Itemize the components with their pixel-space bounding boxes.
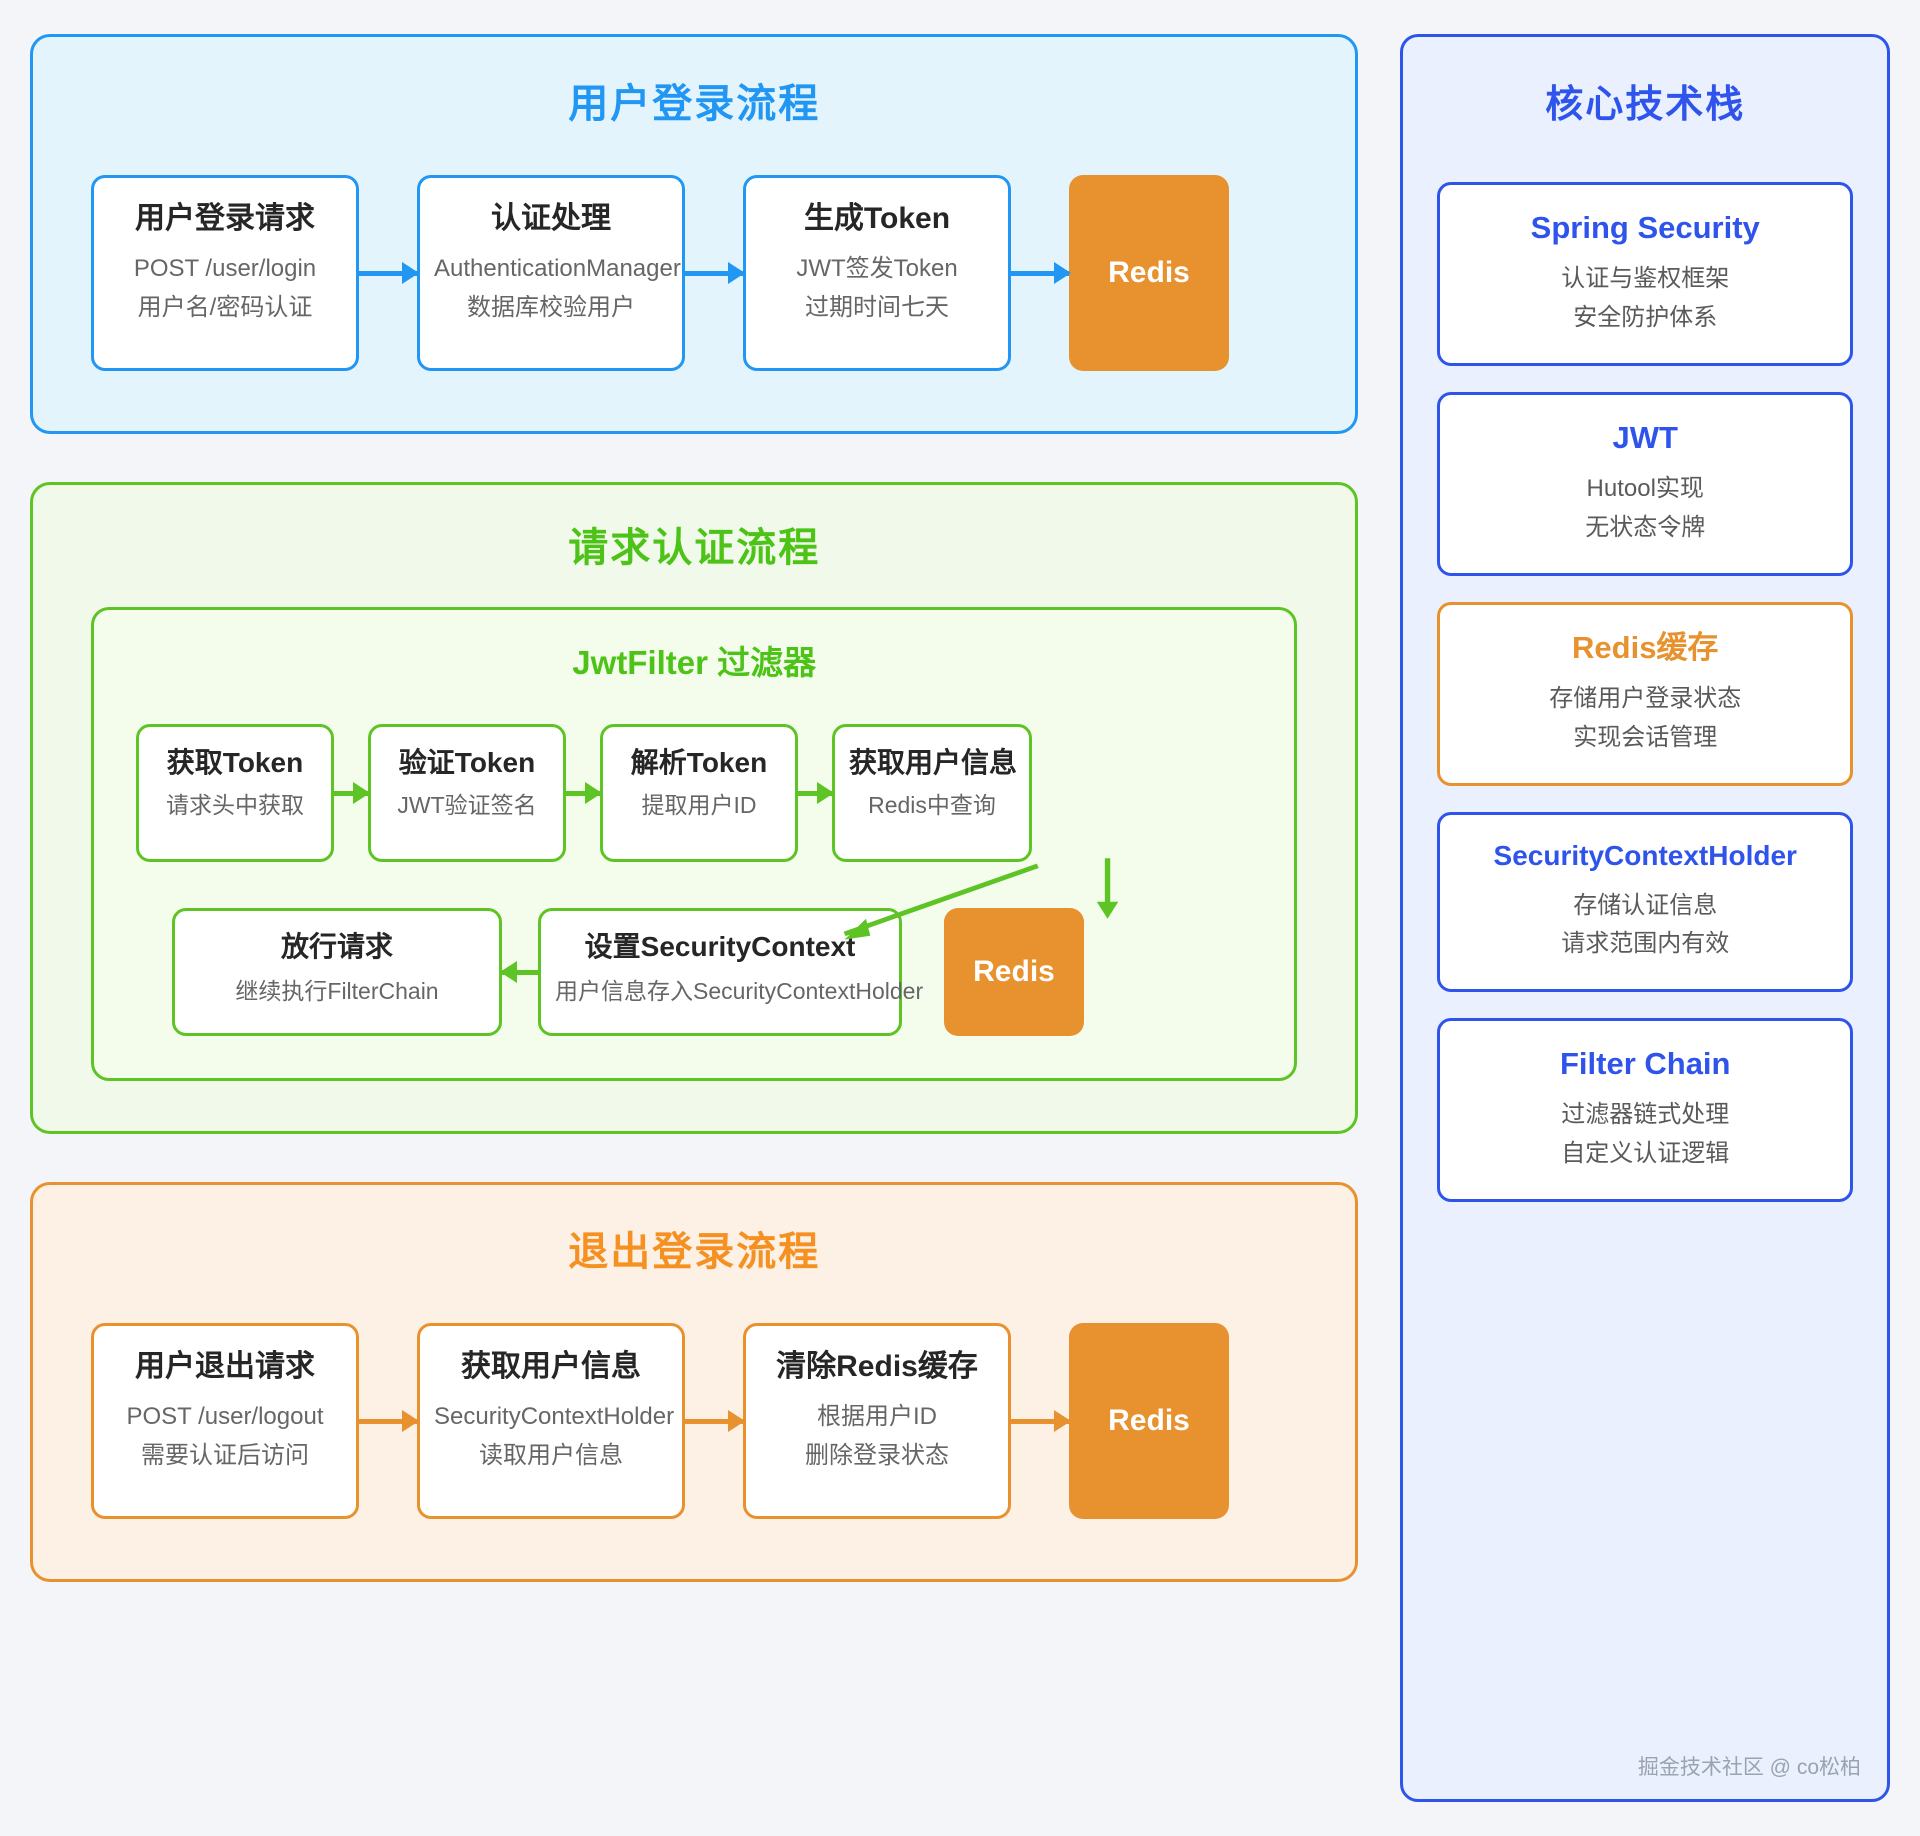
logout-panel-title: 退出登录流程 [568, 1230, 821, 1274]
logout-step-1-sub2: 需要认证后访问 [141, 1441, 309, 1469]
jwt-step-5-title: 放行请求 [280, 931, 393, 962]
login-step-2[interactable]: 认证处理 AuthenticationManager 数据库校验用户 [417, 175, 685, 371]
jwt-step-2-title: 验证Token [398, 747, 536, 778]
jwt-step-1[interactable]: 获取Token 请求头中获取 [136, 724, 334, 862]
jwt-step-1-sub: 请求头中获取 [166, 792, 304, 818]
jwt-step-3-sub: 提取用户ID [641, 792, 757, 818]
jwt-step-3[interactable]: 解析Token 提取用户ID [600, 724, 798, 862]
jwt-arrow-2 [566, 724, 600, 862]
login-step-1-sub2: 用户名/密码认证 [137, 293, 313, 321]
logout-step-1-title: 用户退出请求 [135, 1350, 315, 1383]
login-step-3-title: 生成Token [803, 202, 951, 235]
tech-card-spring-security-name: Spring Security [1530, 210, 1760, 245]
tech-card-security-context-holder[interactable]: SecurityContextHolder 存储认证信息 请求范围内有效 [1437, 811, 1853, 993]
logout-step-1[interactable]: 用户退出请求 POST /user/logout 需要认证后访问 [91, 1323, 359, 1519]
logout-arrow-3 [1011, 1323, 1069, 1519]
jwt-step-6[interactable]: 设置SecurityContext 用户信息存入SecurityContextH… [538, 908, 924, 1036]
login-step-2-sub2: 数据库校验用户 [467, 293, 635, 321]
logout-arrow-2 [685, 1323, 743, 1519]
login-redis-store[interactable]: Redis [1069, 175, 1229, 371]
jwt-step-2-sub: JWT验证签名 [397, 792, 537, 818]
logout-step-3-sub2: 删除登录状态 [805, 1441, 949, 1469]
login-flow-panel: 用户登录流程 用户登录请求 POST /user/login 用户名/密码认证 … [30, 34, 1359, 434]
tech-card-filter-chain-desc2: 自定义认证逻辑 [1561, 1139, 1730, 1167]
tech-card-filter-chain[interactable]: Filter Chain 过滤器链式处理 自定义认证逻辑 [1437, 1018, 1853, 1203]
logout-step-2-sub2: 读取用户信息 [479, 1441, 623, 1469]
tech-card-jwt-name: JWT [1612, 419, 1678, 455]
tech-card-jwt-desc2: 无状态令牌 [1585, 513, 1706, 541]
tech-card-jwt-desc1: Hutool实现 [1586, 475, 1704, 503]
login-flow-row: 用户登录请求 POST /user/login 用户名/密码认证 认证处理 Au… [91, 175, 1297, 371]
logout-step-1-sub1: POST /user/logout [126, 1402, 324, 1430]
login-step-1-title: 用户登录请求 [135, 202, 315, 235]
jwt-arrow-3 [798, 724, 832, 862]
logout-step-2-title: 获取用户信息 [461, 1350, 641, 1383]
login-step-2-sub1: AuthenticationManager [434, 254, 681, 282]
jwt-step-row-2: 放行请求 继续执行FilterChain 设置SecurityContext 用… [136, 908, 1252, 1036]
login-step-1-sub1: POST /user/login [133, 254, 317, 282]
jwt-step-6-sub: 用户信息存入SecurityContextHolder [555, 978, 924, 1004]
jwt-rows: 获取Token 请求头中获取 验证Token JWT验证签名 解析Token 提… [136, 724, 1252, 1036]
jwt-filter-panel: JwtFilter 过滤器 获取Token 请求头中获取 [91, 607, 1298, 1081]
tech-card-security-context-holder-desc2: 请求范围内有效 [1561, 929, 1730, 957]
logout-flow-row: 用户退出请求 POST /user/logout 需要认证后访问 获取用户信息 … [91, 1323, 1297, 1519]
tech-card-jwt[interactable]: JWT Hutool实现 无状态令牌 [1437, 391, 1853, 576]
jwt-step-row-1: 获取Token 请求头中获取 验证Token JWT验证签名 解析Token 提… [136, 724, 1252, 862]
logout-arrow-1 [359, 1323, 417, 1519]
jwt-step-4[interactable]: 获取用户信息 Redis中查询 [832, 724, 1032, 862]
login-step-3-sub1: JWT签发Token [796, 254, 958, 282]
jwt-step-3-title: 解析Token [630, 747, 768, 778]
jwt-step-4-sub: Redis中查询 [868, 792, 996, 818]
jwt-step-5[interactable]: 放行请求 继续执行FilterChain [172, 908, 502, 1036]
tech-stack-title: 核心技术栈 [1545, 84, 1746, 126]
login-step-1[interactable]: 用户登录请求 POST /user/login 用户名/密码认证 [91, 175, 359, 371]
tech-card-security-context-holder-desc1: 存储认证信息 [1573, 891, 1718, 919]
login-arrow-1 [359, 175, 417, 371]
logout-redis-store[interactable]: Redis [1069, 1323, 1229, 1519]
logout-flow-panel: 退出登录流程 用户退出请求 POST /user/logout 需要认证后访问 … [30, 1182, 1359, 1582]
logout-step-3[interactable]: 清除Redis缓存 根据用户ID 删除登录状态 [743, 1323, 1011, 1519]
tech-card-redis-cache-desc2: 实现会话管理 [1573, 723, 1718, 751]
tech-stack-panel: 核心技术栈 Spring Security 认证与鉴权框架 安全防护体系 JWT… [1400, 34, 1890, 1802]
jwt-arrow-4 [502, 908, 538, 1036]
jwt-arrow-1 [334, 724, 368, 862]
auth-redis-store[interactable]: Redis [944, 908, 1084, 1036]
jwt-filter-title: JwtFilter 过滤器 [572, 644, 817, 681]
logout-step-2[interactable]: 获取用户信息 SecurityContextHolder 读取用户信息 [417, 1323, 685, 1519]
login-arrow-2 [685, 175, 743, 371]
jwt-step-1-title: 获取Token [166, 747, 304, 778]
login-step-3-sub2: 过期时间七天 [805, 293, 949, 321]
tech-card-redis-cache-name: Redis缓存 [1572, 629, 1719, 665]
logout-step-3-title: 清除Redis缓存 [776, 1350, 978, 1383]
tech-card-spring-security-desc1: 认证与鉴权框架 [1561, 265, 1730, 293]
auth-panel-title: 请求认证流程 [568, 526, 821, 570]
auth-flow-panel: 请求认证流程 JwtFilter 过滤器 获取Token [30, 482, 1359, 1134]
login-step-2-title: 认证处理 [491, 202, 611, 235]
jwt-step-2[interactable]: 验证Token JWT验证签名 [368, 724, 566, 862]
tech-card-security-context-holder-name: SecurityContextHolder [1493, 839, 1797, 871]
watermark-credit: 掘金技术社区 @ co松柏 [1637, 1756, 1861, 1779]
tech-card-spring-security[interactable]: Spring Security 认证与鉴权框架 安全防护体系 [1437, 182, 1853, 366]
jwt-step-4-title: 获取用户信息 [849, 747, 1018, 778]
flow-column: 用户登录流程 用户登录请求 POST /user/login 用户名/密码认证 … [30, 34, 1359, 1582]
jwt-step-6-title: 设置SecurityContext [584, 931, 856, 962]
tech-card-spring-security-desc2: 安全防护体系 [1573, 303, 1718, 331]
login-step-3[interactable]: 生成Token JWT签发Token 过期时间七天 [743, 175, 1011, 371]
jwt-step-5-sub: 继续执行FilterChain [235, 978, 439, 1004]
login-panel-title: 用户登录流程 [568, 82, 821, 126]
tech-card-filter-chain-desc1: 过滤器链式处理 [1561, 1101, 1730, 1129]
logout-step-3-sub1: 根据用户ID [817, 1402, 937, 1430]
tech-card-redis-cache[interactable]: Redis缓存 存储用户登录状态 实现会话管理 [1437, 601, 1853, 786]
login-arrow-3 [1011, 175, 1069, 371]
logout-step-2-sub1: SecurityContextHolder [434, 1402, 675, 1430]
tech-card-filter-chain-name: Filter Chain [1559, 1046, 1731, 1082]
tech-card-redis-cache-desc1: 存储用户登录状态 [1549, 685, 1742, 713]
